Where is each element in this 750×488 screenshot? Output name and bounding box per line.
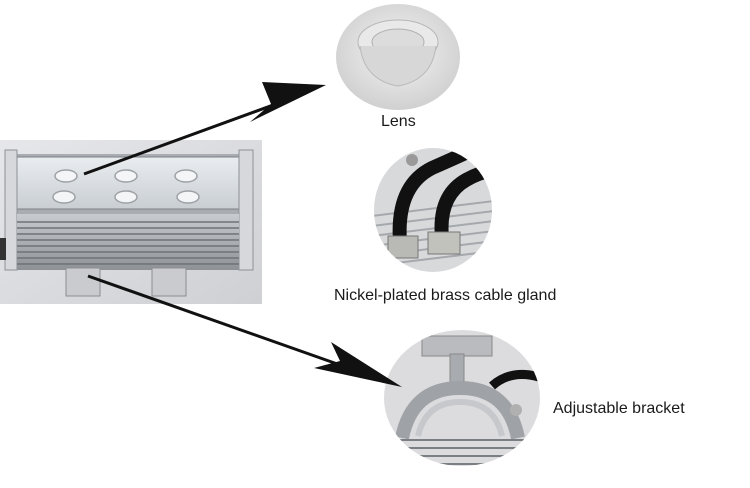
bracket-detail-photo (382, 328, 542, 468)
bracket-pointer-arrow (87, 274, 361, 374)
bracket-caption: Adjustable bracket (553, 400, 685, 417)
lens-detail-photo (334, 2, 462, 112)
lens-arrowhead (250, 82, 326, 122)
cable-gland-caption: Nickel-plated brass cable gland (334, 287, 557, 304)
main-product-photo (0, 140, 262, 304)
cable-gland-detail-photo (372, 146, 494, 274)
bracket-arrowhead (314, 342, 402, 387)
lens-caption: Lens (381, 113, 416, 130)
